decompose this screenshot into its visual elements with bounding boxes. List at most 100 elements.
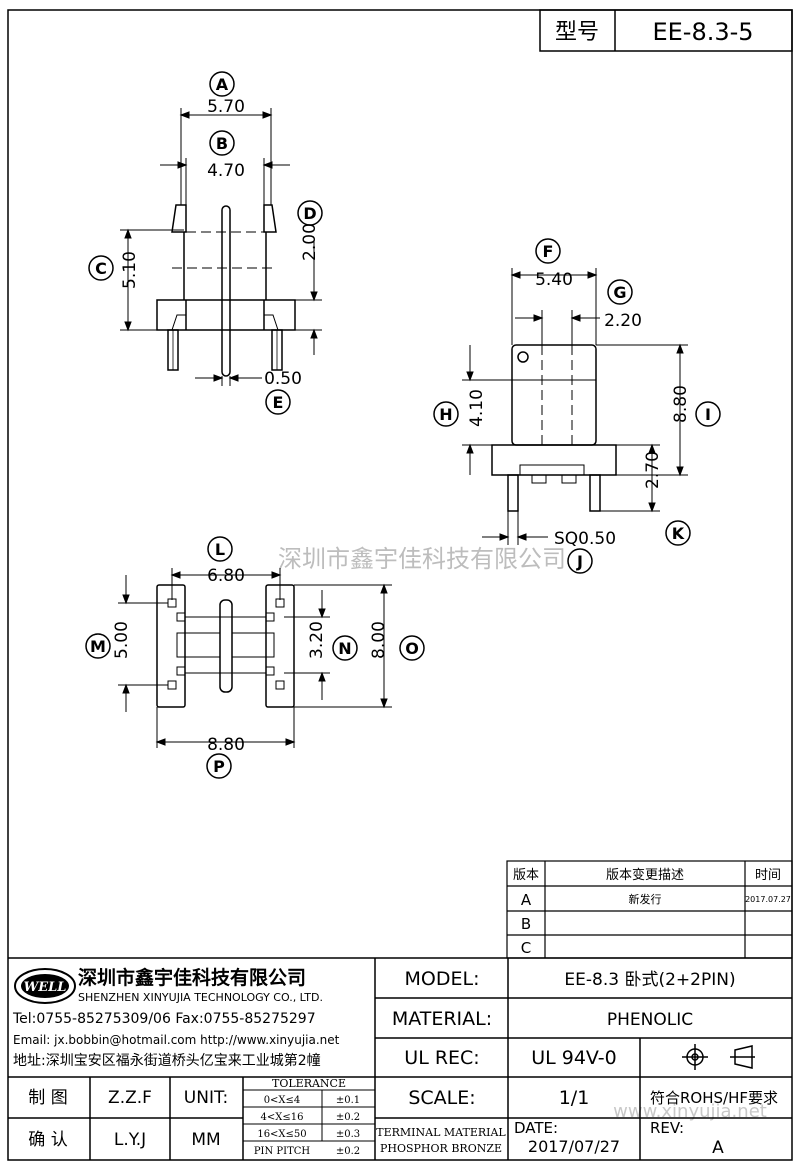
- dim-label-l: L: [207, 536, 233, 562]
- dim-label-d: D: [297, 200, 323, 226]
- dim-label-j: J: [567, 548, 593, 574]
- tolerance-range-3: 16<X≤50: [257, 1129, 306, 1140]
- dim-value-c: 5.10: [120, 251, 140, 289]
- rev-row-b-rev: B: [521, 915, 531, 933]
- svg-text:I: I: [705, 405, 711, 424]
- header-model-box: 型号 EE-8.3-5: [539, 9, 793, 52]
- dim-value-h: 4.10: [467, 389, 487, 427]
- svg-text:G: G: [613, 283, 626, 302]
- date-value: 2017/07/27: [528, 1137, 620, 1156]
- tolerance-value-4: ±0.2: [336, 1146, 360, 1157]
- svg-text:K: K: [672, 524, 685, 543]
- dim-value-g: 2.20: [604, 311, 642, 331]
- dim-value-n: 3.20: [307, 621, 327, 659]
- draw-value: Z.Z.F: [108, 1088, 152, 1108]
- title-block-grid: [8, 957, 792, 1160]
- unit-label: UNIT:: [184, 1088, 228, 1108]
- dim-value-l: 6.80: [207, 566, 245, 586]
- company-contact-phone: Tel:0755-85275309/06 Fax:0755-85275297: [12, 1011, 316, 1027]
- date-label: DATE:: [514, 1119, 558, 1137]
- company-name-en: SHENZHEN XINYUJIA TECHNOLOGY CO., LTD.: [78, 991, 323, 1004]
- rev-header-date: 时间: [755, 868, 781, 883]
- svg-text:A: A: [216, 75, 229, 94]
- tolerance-value-3: ±0.3: [336, 1129, 360, 1140]
- dim-label-i: I: [695, 401, 721, 427]
- rev-row-c-rev: C: [521, 939, 531, 957]
- svg-text:P: P: [213, 757, 225, 776]
- svg-text:M: M: [90, 637, 106, 656]
- ulrec-label: UL REC:: [404, 1047, 479, 1069]
- dim-label-p: P: [206, 753, 232, 779]
- header-model-value: EE-8.3-5: [652, 18, 753, 46]
- check-value: L.Y.J: [114, 1130, 146, 1150]
- dim-value-a: 5.70: [207, 97, 245, 117]
- terminal-material-label: TERMINAL MATERIAL: [376, 1126, 506, 1139]
- company-contact-email: Email: jx.bobbin@hotmail.com http://www.…: [13, 1033, 340, 1047]
- company-name-cn: 深圳市鑫宇佳科技有限公司: [78, 966, 306, 989]
- rev-label: REV:: [650, 1119, 684, 1137]
- material-value: PHENOLIC: [607, 1010, 693, 1030]
- rev-value: A: [712, 1138, 724, 1158]
- front-view: [156, 204, 296, 377]
- front-view-labels: 5.70 4.70 5.10 2.00 0.50 A B C D E: [88, 71, 323, 415]
- draw-label: 制 图: [28, 1088, 67, 1108]
- tolerance-value-2: ±0.2: [336, 1112, 360, 1123]
- dim-label-c: C: [88, 255, 114, 281]
- svg-text:E: E: [273, 393, 284, 412]
- svg-text:C: C: [95, 259, 107, 278]
- dim-value-p: 8.80: [207, 735, 245, 755]
- dim-label-g: G: [607, 279, 633, 305]
- rev-header-description: 版本变更描述: [606, 867, 684, 883]
- dim-label-h: H: [433, 401, 459, 427]
- ulrec-value: UL 94V-0: [531, 1047, 617, 1069]
- dim-value-i: 8.80: [671, 385, 691, 423]
- tolerance-value-1: ±0.1: [336, 1095, 360, 1106]
- projection-symbol-icon: [682, 1044, 755, 1070]
- rev-row-a-date: 2017.07.27: [745, 895, 791, 904]
- svg-text:H: H: [439, 405, 452, 424]
- tolerance-range-4: PIN PITCH: [254, 1146, 311, 1157]
- dim-label-e: E: [265, 389, 291, 415]
- material-label: MATERIAL:: [392, 1008, 492, 1030]
- dim-value-o: 8.00: [369, 621, 389, 659]
- dim-value-f: 5.40: [535, 270, 573, 290]
- svg-text:WELL: WELL: [24, 980, 67, 995]
- scale-value: 1/1: [559, 1087, 590, 1109]
- dim-label-o: O: [399, 635, 425, 661]
- dim-value-b: 4.70: [207, 161, 245, 181]
- revision-table: 版本 版本变更描述 时间 A 新发行 2017.07.27 B C: [506, 860, 793, 959]
- side-view: [491, 344, 617, 512]
- watermark-text: 深圳市鑫宇佳科技有限公司: [278, 545, 566, 573]
- bottom-view-labels: 6.80 5.00 3.20 8.00 8.80 L M N O P: [85, 536, 425, 779]
- sheet-border: [7, 9, 793, 1161]
- dim-label-k: K: [665, 520, 691, 546]
- dim-value-d: 2.00: [300, 223, 320, 261]
- front-view-dimensions: [120, 108, 322, 386]
- bottom-view-dimensions: [118, 568, 392, 748]
- dim-label-b: B: [209, 130, 235, 156]
- side-view-labels: 5.40 2.20 4.10 8.80 SQ0.50 2.70 F G H I …: [433, 238, 721, 574]
- svg-text:N: N: [338, 639, 351, 658]
- dim-value-e: 0.50: [264, 369, 302, 389]
- rev-row-a-desc: 新发行: [629, 892, 662, 906]
- svg-text:B: B: [216, 134, 228, 153]
- unit-value: MM: [191, 1130, 220, 1150]
- tolerance-range-2: 4<X≤16: [261, 1112, 304, 1123]
- svg-text:D: D: [303, 204, 316, 223]
- svg-text:J: J: [576, 552, 583, 571]
- dim-label-a: A: [209, 71, 235, 97]
- rev-header-version: 版本: [513, 868, 539, 883]
- dim-label-n: N: [332, 635, 358, 661]
- svg-text:O: O: [405, 639, 419, 658]
- check-label: 确 认: [28, 1130, 67, 1150]
- header-model-label: 型号: [555, 20, 599, 45]
- company-logo: WELL: [14, 968, 76, 1004]
- company-address: 地址:深圳宝安区福永街道桥头亿宝来工业城第2幢: [13, 1052, 321, 1069]
- model-label: MODEL:: [405, 968, 480, 990]
- dim-value-k: 2.70: [643, 451, 663, 489]
- compliance-text: 符合ROHS/HF要求: [650, 1089, 778, 1107]
- dim-value-m: 5.00: [112, 621, 132, 659]
- side-view-dimensions: [462, 268, 688, 545]
- watermark-url: www.xinyujia.net: [613, 1101, 767, 1122]
